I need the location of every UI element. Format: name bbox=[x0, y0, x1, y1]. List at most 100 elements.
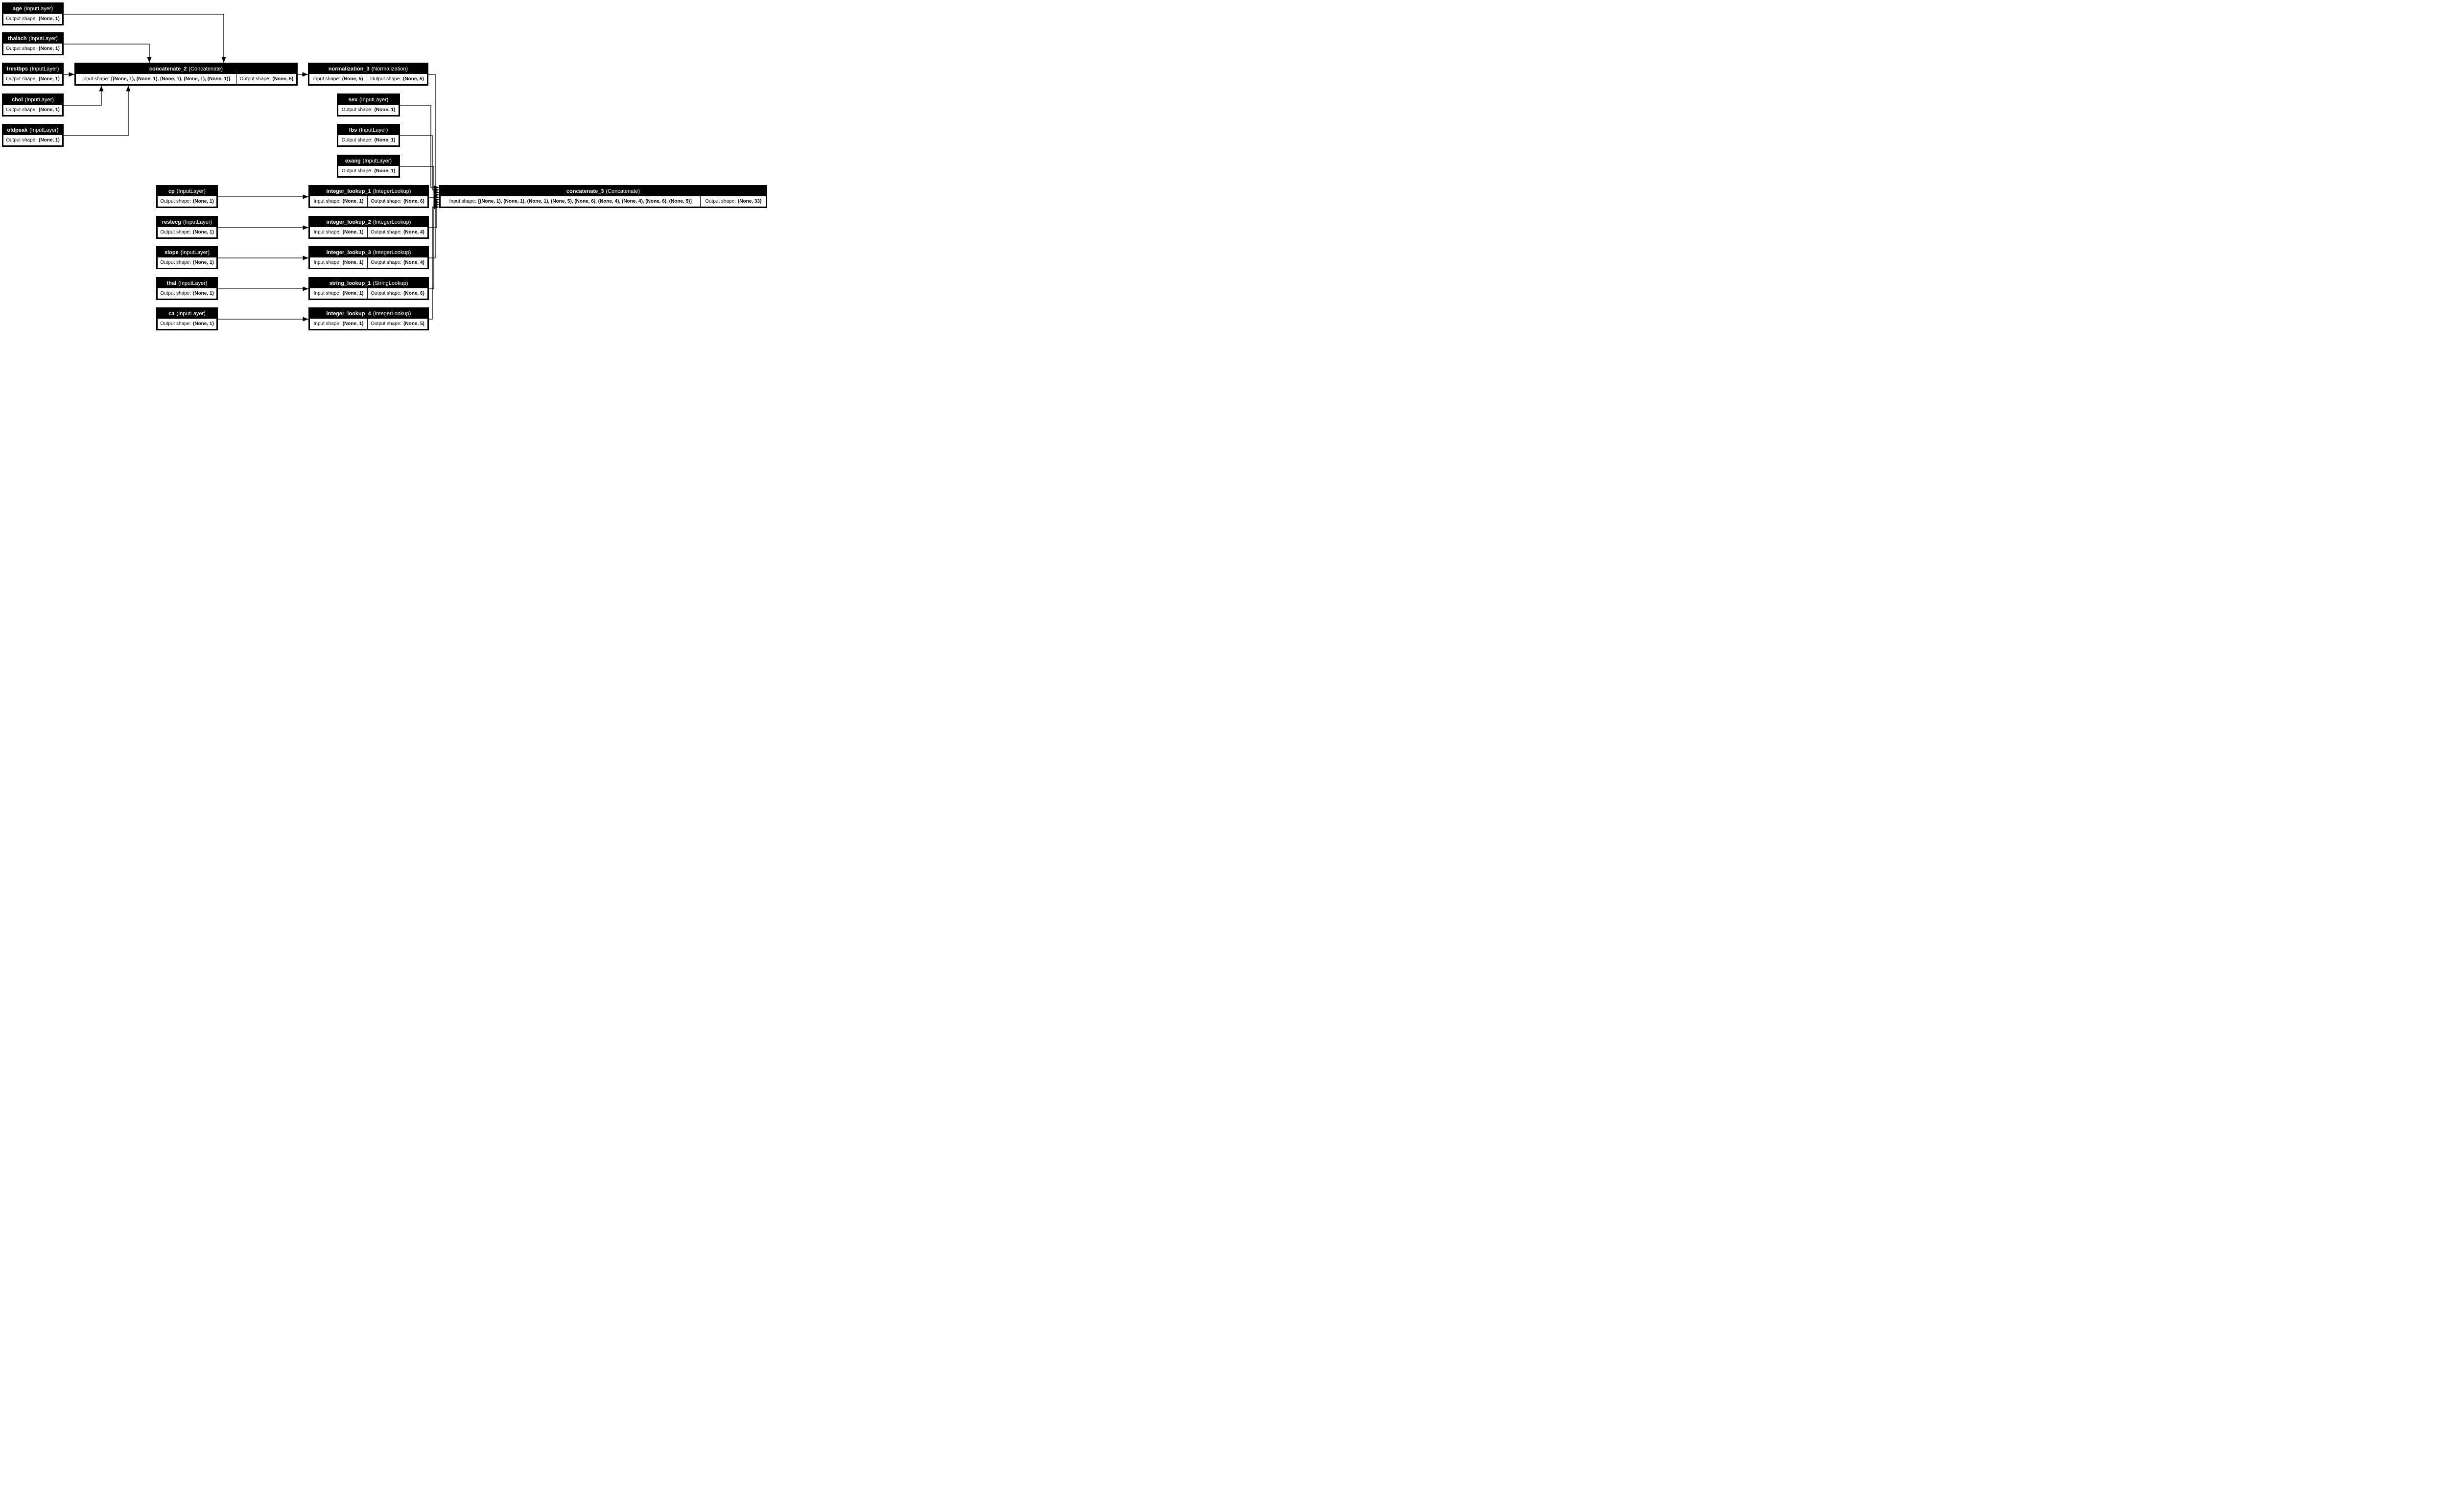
shape-cell: Output shape:(None, 1) bbox=[338, 105, 399, 115]
shape-cell: Output shape:(None, 1) bbox=[3, 135, 62, 145]
layer-class: (IntegerLookup) bbox=[373, 310, 411, 317]
layer-class: (InputLayer) bbox=[24, 5, 53, 12]
shape-cell: Output shape:(None, 5) bbox=[367, 74, 427, 84]
shape-value: (None, 1) bbox=[342, 321, 364, 326]
layer-node-slope: slope(InputLayer)Output shape:(None, 1) bbox=[156, 246, 218, 269]
layer-class: (IntegerLookup) bbox=[373, 188, 411, 194]
layer-name: concatenate_2 bbox=[149, 66, 187, 72]
shape-value: (None, 5) bbox=[272, 76, 294, 82]
layer-class: (InputLayer) bbox=[178, 280, 208, 286]
shape-label: Input shape: bbox=[313, 260, 341, 265]
layer-shape-row: Output shape:(None, 1) bbox=[157, 319, 217, 329]
layer-shape-row: Input shape:[(None, 1), (None, 1), (None… bbox=[440, 196, 766, 207]
shape-value: (None, 1) bbox=[39, 46, 60, 51]
shape-value: (None, 1) bbox=[193, 199, 214, 204]
layer-class: (Concatenate) bbox=[188, 66, 223, 72]
shape-label: Output shape: bbox=[371, 291, 402, 296]
layer-shape-row: Output shape:(None, 1) bbox=[157, 288, 217, 299]
shape-cell: Input shape:(None, 1) bbox=[310, 227, 368, 237]
layer-shape-row: Output shape:(None, 1) bbox=[3, 74, 63, 85]
shape-value: (None, 1) bbox=[374, 107, 396, 113]
edge-fbs-to-concatenate-3 bbox=[400, 135, 439, 192]
layer-node-exang: exang(InputLayer)Output shape:(None, 1) bbox=[337, 155, 400, 178]
shape-value: (None, 33) bbox=[737, 199, 762, 204]
layer-shape-row: Output shape:(None, 1) bbox=[3, 44, 63, 54]
layer-name: cp bbox=[168, 188, 175, 194]
layer-name: string_lookup_1 bbox=[329, 280, 371, 286]
shape-cell: Input shape:(None, 5) bbox=[309, 74, 367, 84]
shape-cell: Output shape:(None, 1) bbox=[338, 166, 399, 176]
shape-cell: Output shape:(None, 1) bbox=[158, 257, 216, 268]
layer-class: (InputLayer) bbox=[176, 310, 206, 317]
layer-class: (IntegerLookup) bbox=[373, 249, 411, 256]
shape-label: Output shape: bbox=[160, 199, 191, 204]
diagram-canvas: age(InputLayer)Output shape:(None, 1)tha… bbox=[0, 0, 768, 333]
layer-node-oldpeak: oldpeak(InputLayer)Output shape:(None, 1… bbox=[2, 124, 64, 147]
layer-title: integer_lookup_1(IntegerLookup) bbox=[309, 186, 428, 196]
edge-chol-to-concatenate-2 bbox=[64, 86, 104, 106]
layer-shape-row: Output shape:(None, 1) bbox=[338, 166, 399, 177]
layer-shape-row: Output shape:(None, 1) bbox=[157, 227, 217, 238]
layer-name: fbs bbox=[349, 127, 357, 133]
layer-name: ca bbox=[168, 310, 175, 317]
shape-label: Output shape: bbox=[371, 260, 402, 265]
layer-shape-row: Input shape:(None, 1)Output shape:(None,… bbox=[309, 196, 428, 207]
shape-label: Output shape: bbox=[341, 107, 373, 113]
layer-node-thalach: thalach(InputLayer)Output shape:(None, 1… bbox=[2, 32, 64, 55]
layer-title: chol(InputLayer) bbox=[3, 94, 63, 105]
shape-cell: Input shape:[(None, 1), (None, 1), (None… bbox=[76, 74, 236, 84]
layer-node-ca: ca(InputLayer) Output shape:(None, 1) bbox=[156, 307, 218, 330]
layer-name: integer_lookup_1 bbox=[326, 188, 371, 194]
layer-name: restecg bbox=[162, 219, 181, 225]
shape-label: Output shape: bbox=[370, 76, 401, 82]
layer-title: slope(InputLayer) bbox=[157, 247, 217, 257]
shape-cell: Output shape:(None, 6) bbox=[368, 196, 427, 207]
shape-label: Input shape: bbox=[313, 76, 340, 82]
layer-class: (InputLayer) bbox=[176, 188, 206, 194]
layer-shape-row: Output shape:(None, 1) bbox=[157, 196, 217, 207]
layer-node-string-lookup-1: string_lookup_1(StringLookup)Input shape… bbox=[308, 277, 429, 300]
shape-value: (None, 1) bbox=[39, 138, 60, 143]
layer-shape-row: Output shape:(None, 1) bbox=[3, 105, 63, 116]
layer-shape-row: Output shape:(None, 1) bbox=[338, 135, 399, 146]
layer-shape-row: Input shape:[(None, 1), (None, 1), (None… bbox=[75, 74, 297, 85]
shape-value: (None, 4) bbox=[403, 230, 424, 235]
layer-title: normalization_3(Normalization) bbox=[309, 64, 427, 74]
shape-label: Output shape: bbox=[6, 16, 37, 22]
shape-cell: Output shape:(None, 1) bbox=[3, 105, 62, 115]
shape-value: (None, 1) bbox=[193, 291, 214, 296]
shape-value: [(None, 1), (None, 1), (None, 1), (None,… bbox=[111, 76, 230, 82]
shape-value: (None, 4) bbox=[403, 260, 424, 265]
shape-value: (None, 1) bbox=[193, 230, 214, 235]
shape-label: Output shape: bbox=[6, 46, 37, 51]
shape-value: (None, 1) bbox=[39, 76, 60, 82]
layer-class: (IntegerLookup) bbox=[373, 219, 411, 225]
shape-label: Output shape: bbox=[341, 168, 373, 174]
layer-class: (StringLookup) bbox=[373, 280, 408, 286]
shape-value: (None, 1) bbox=[39, 107, 60, 113]
shape-label: Output shape: bbox=[6, 107, 37, 113]
layer-shape-row: Input shape:(None, 1)Output shape:(None,… bbox=[309, 319, 428, 329]
layer-class: (InputLayer) bbox=[29, 127, 59, 133]
shape-label: Output shape: bbox=[6, 138, 37, 143]
shape-value: (None, 1) bbox=[342, 260, 364, 265]
layer-node-age: age(InputLayer)Output shape:(None, 1) bbox=[2, 2, 64, 25]
shape-label: Input shape: bbox=[82, 76, 110, 82]
layer-title: exang(InputLayer) bbox=[338, 156, 399, 166]
layer-name: exang bbox=[345, 158, 361, 164]
layer-name: integer_lookup_2 bbox=[326, 219, 371, 225]
shape-cell: Output shape:(None, 4) bbox=[368, 227, 427, 237]
layer-name: integer_lookup_3 bbox=[326, 249, 371, 256]
layer-name: concatenate_3 bbox=[566, 188, 604, 194]
shape-cell: Input shape:(None, 1) bbox=[310, 257, 368, 268]
layer-name: chol bbox=[12, 96, 23, 103]
layer-name: sex bbox=[348, 96, 358, 103]
layer-node-integer-lookup-1: integer_lookup_1(IntegerLookup)Input sha… bbox=[308, 185, 429, 208]
layer-node-integer-lookup-2: integer_lookup_2(IntegerLookup) Input sha… bbox=[308, 216, 429, 239]
layer-title: thal(InputLayer) bbox=[157, 278, 217, 288]
shape-label: Output shape: bbox=[160, 321, 191, 326]
shape-value: (None, 1) bbox=[342, 199, 364, 204]
shape-value: (None, 5) bbox=[403, 76, 424, 82]
layer-name: thalach bbox=[8, 35, 27, 42]
layer-node-trestbps: trestbps(InputLayer)Output shape:(None, … bbox=[2, 63, 64, 86]
